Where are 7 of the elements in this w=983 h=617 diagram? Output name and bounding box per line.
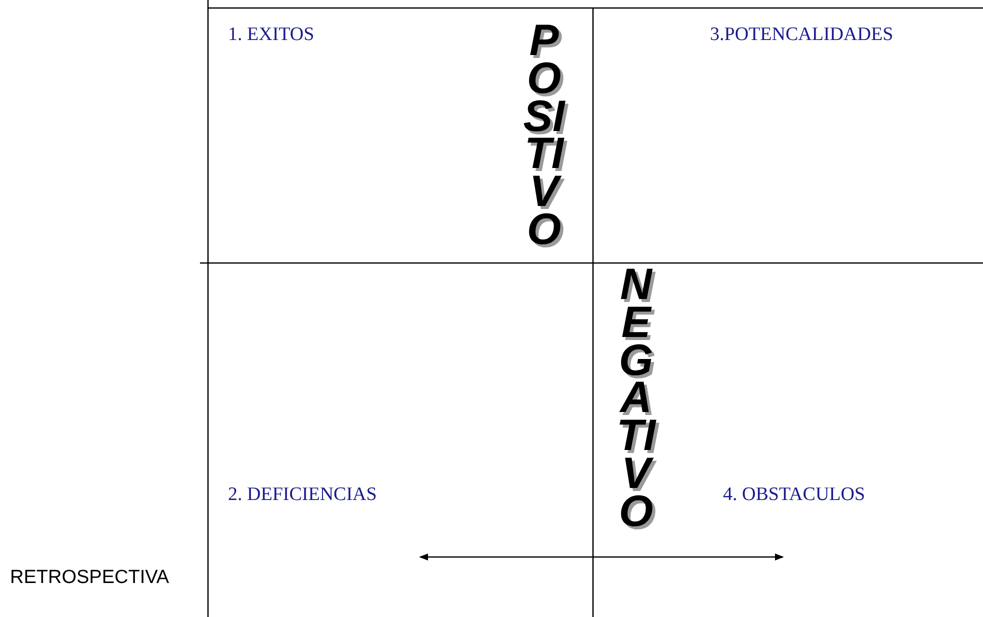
quadrant-title: 2. DEFICIENCIAS (228, 484, 377, 506)
quadrant-title: 3.POTENCALIDADES (710, 24, 894, 46)
quadrant-title: 1. EXITOS (228, 24, 314, 46)
quadrant-title: 4. OBSTACULOS (723, 484, 866, 506)
axis-label: RETROSPECTIVA (10, 567, 170, 589)
axis-label: NEGATIVO (615, 266, 658, 531)
axis-label: POSITIVO (522, 22, 566, 249)
